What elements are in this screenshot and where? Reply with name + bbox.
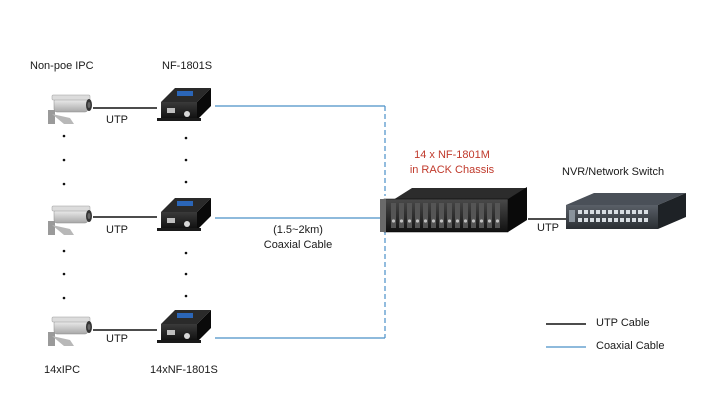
coax-cables xyxy=(215,105,586,348)
legend-utp-label: UTP Cable xyxy=(596,317,650,329)
utp-label-switch: UTP xyxy=(537,222,559,234)
distance-label: (1.5~2km) xyxy=(273,224,323,236)
utp-label-top: UTP xyxy=(106,114,128,126)
coax-label: Coaxial Cable xyxy=(263,239,333,251)
rack-title-line2: in RACK Chassis xyxy=(409,164,495,176)
converter-title: NF-1801S xyxy=(162,60,213,72)
ip-camera-icon xyxy=(47,94,93,125)
bottom-converter-title: 14xNF-1801S xyxy=(150,364,218,376)
media-converter-icon xyxy=(157,88,211,121)
rack-title-line1: 14 x NF-1801M xyxy=(414,149,490,161)
switch-title: NVR/Network Switch xyxy=(562,166,665,178)
media-converter-icon xyxy=(157,310,211,343)
utp-cables xyxy=(93,107,586,331)
rack-chassis-icon xyxy=(380,187,527,233)
bottom-camera-title: 14xIPC xyxy=(44,364,81,376)
ellipsis-dots xyxy=(62,134,188,300)
utp-label-mid: UTP xyxy=(106,224,128,236)
camera-title: Non-poe IPC xyxy=(30,60,94,72)
legend-coax-label: Coaxial Cable xyxy=(596,340,665,352)
ip-camera-icon xyxy=(47,205,93,236)
utp-label-bottom: UTP xyxy=(106,333,128,345)
network-switch-icon xyxy=(566,193,686,229)
media-converter-icon xyxy=(157,198,211,231)
ip-camera-icon xyxy=(47,316,93,347)
